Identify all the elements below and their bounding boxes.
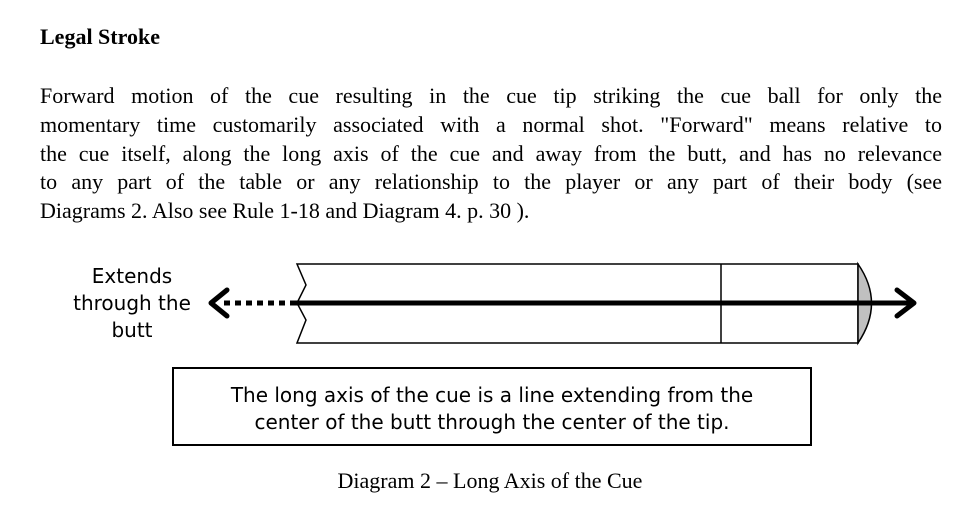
label-line: through the [73,291,191,315]
paragraph-line: the cue itself, along the long axis of t… [40,140,942,166]
arrow-left-icon [208,287,230,319]
arrow-right-icon [894,287,917,319]
diagram-caption: Diagram 2 – Long Axis of the Cue [337,468,643,493]
box-line: The long axis of the cue is a line exten… [230,383,754,407]
box-line: center of the butt through the center of… [254,410,730,434]
paragraph-line: to any part of the table or any relation… [40,169,942,195]
paragraph-line: Diagrams 2. Also see Rule 1-18 and Diagr… [40,198,530,224]
label-line: Extends [91,264,173,288]
paragraph-line: momentary time customarily associated wi… [40,111,942,137]
paragraph-line: Forward motion of the cue resulting in t… [40,83,942,108]
axis-explanation-box: The long axis of the cue is a line exten… [172,367,812,446]
label-line: butt [111,318,153,342]
definition-paragraph: Forward motion of the cue resulting in t… [40,82,942,226]
section-heading: Legal Stroke [40,24,160,49]
butt-extension-label: Extends through the butt [52,263,212,344]
